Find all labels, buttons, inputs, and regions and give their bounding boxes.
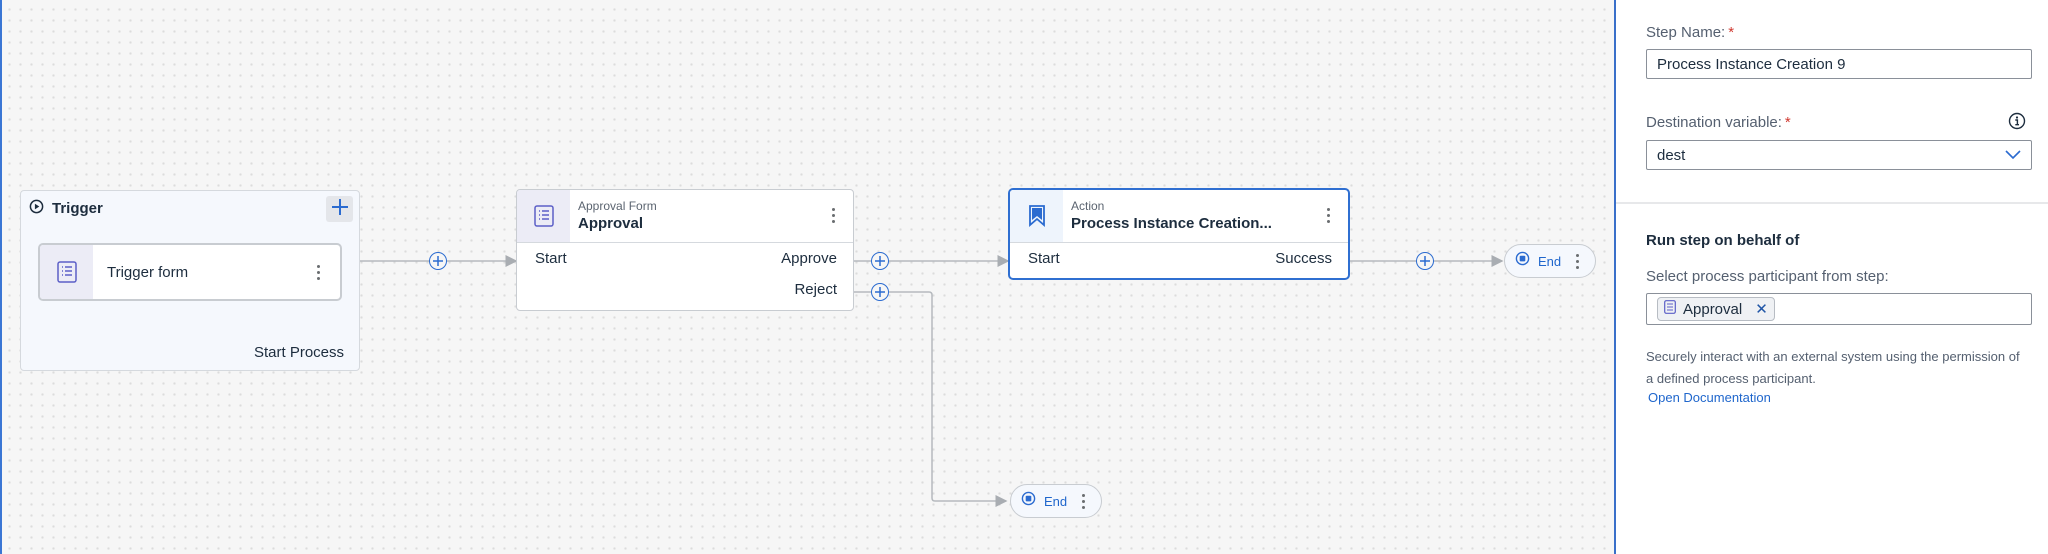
plus-circle-icon [1420, 256, 1430, 266]
add-step-after-reject-button[interactable] [871, 283, 889, 301]
participant-multi-input[interactable]: Approval ✕ [1646, 293, 2032, 325]
step-name-input[interactable]: Process Instance Creation 9 [1646, 49, 2032, 79]
output-port-reject[interactable]: Reject [794, 281, 837, 298]
step-name: Process Instance Creation... [1071, 215, 1272, 232]
plus-circle-icon [433, 256, 443, 266]
trigger-output-port: Start Process [253, 344, 344, 361]
plus-circle-icon [875, 287, 885, 297]
destination-variable-select[interactable]: dest [1646, 140, 2032, 170]
output-port-success[interactable]: Success [1275, 250, 1332, 267]
process-canvas[interactable]: Trigger Trigger form Start Process Appro… [0, 0, 1614, 554]
destination-variable-label: Destination variable:* [1646, 114, 1791, 131]
end-node[interactable]: End [1010, 484, 1102, 518]
form-list-icon [40, 245, 93, 299]
participant-select-label: Select process participant from step: [1646, 268, 1889, 285]
run-on-behalf-title: Run step on behalf of [1646, 232, 1800, 249]
section-divider [1616, 202, 2048, 204]
step-type: Action [1071, 199, 1105, 213]
trigger-form-card[interactable]: Trigger form [38, 243, 342, 301]
add-step-after-success-button[interactable] [1416, 252, 1434, 270]
plus-circle-icon [875, 256, 885, 266]
form-list-icon [517, 190, 570, 242]
plus-icon [331, 198, 349, 221]
trigger-group[interactable]: Trigger Trigger form Start Process [20, 190, 360, 371]
more-options-icon[interactable] [823, 208, 843, 242]
more-options-icon[interactable] [1079, 493, 1087, 509]
chevron-down-icon[interactable] [2005, 147, 2021, 164]
destination-variable-value: dest [1657, 146, 1686, 164]
input-port-start: Start [1028, 250, 1060, 267]
add-trigger-button[interactable] [326, 196, 353, 222]
more-options-icon[interactable] [1573, 253, 1581, 269]
step-name: Approval [578, 215, 644, 232]
add-step-button[interactable] [429, 252, 447, 270]
step-type: Approval Form [578, 199, 657, 213]
participant-token-label: Approval [1683, 300, 1743, 318]
action-step-card[interactable]: Action Process Instance Creation... Star… [1008, 188, 1350, 280]
end-label: End [1538, 253, 1562, 269]
stop-circle-icon [1515, 251, 1530, 271]
open-documentation-link[interactable]: Open Documentation [1648, 390, 1771, 405]
remove-token-icon[interactable]: ✕ [1755, 301, 1768, 318]
input-port-start: Start [535, 250, 567, 267]
approval-step-card[interactable]: Approval Form Approval Start Approve Rej… [516, 189, 854, 311]
help-text: Securely interact with an external syste… [1646, 349, 2020, 386]
end-node[interactable]: End [1504, 244, 1596, 278]
bookmark-icon [1010, 190, 1063, 242]
more-options-icon[interactable] [1318, 208, 1338, 242]
stop-circle-icon [1021, 491, 1036, 511]
form-list-icon [1664, 300, 1676, 318]
end-label: End [1044, 493, 1068, 509]
trigger-title: Trigger [52, 200, 103, 217]
output-port-approve[interactable]: Approve [781, 250, 837, 267]
trigger-form-label: Trigger form [107, 263, 189, 281]
info-icon[interactable] [2008, 112, 2026, 135]
add-step-after-approve-button[interactable] [871, 252, 889, 270]
properties-panel: Step Name:* Process Instance Creation 9 … [1614, 0, 2048, 554]
play-circle-icon [29, 199, 44, 218]
trigger-header: Trigger [29, 199, 103, 218]
step-name-label: Step Name:* [1646, 24, 1735, 41]
more-options-icon[interactable] [308, 264, 328, 280]
participant-token: Approval ✕ [1657, 297, 1775, 321]
